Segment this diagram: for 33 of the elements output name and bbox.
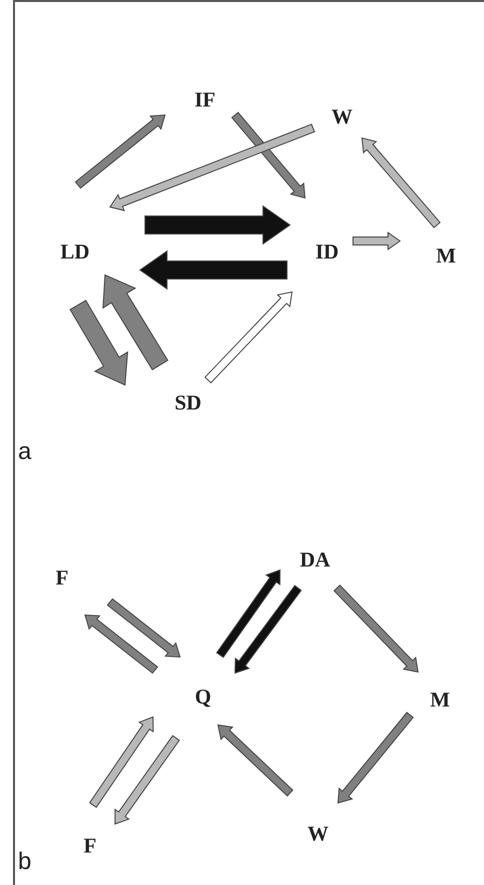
node-label: DA xyxy=(300,550,330,570)
block-arrow xyxy=(106,598,181,658)
panel-label: a xyxy=(18,440,32,464)
block-arrow xyxy=(70,300,128,386)
block-arrow xyxy=(217,724,294,797)
block-arrow xyxy=(89,716,154,808)
block-arrow xyxy=(114,735,180,825)
block-arrow xyxy=(139,250,288,290)
panel-label: b xyxy=(18,850,32,874)
block-arrow xyxy=(216,569,280,658)
block-arrow xyxy=(204,291,293,384)
node-label: Q xyxy=(194,686,212,708)
block-arrow xyxy=(337,712,414,804)
block-arrow xyxy=(352,232,401,250)
block-arrow xyxy=(84,614,158,674)
node-label: W xyxy=(332,106,352,128)
block-arrow xyxy=(231,112,306,199)
block-arrow xyxy=(333,584,419,673)
node-label: LD xyxy=(60,242,90,262)
node-label: M xyxy=(430,690,450,710)
block-arrow xyxy=(74,114,166,189)
block-arrow xyxy=(361,137,441,228)
node-label: ID xyxy=(315,242,339,262)
node-label: F xyxy=(84,836,96,856)
block-arrow xyxy=(109,124,316,212)
node-label: IF xyxy=(194,90,216,110)
node-label: M xyxy=(436,246,456,266)
block-arrow xyxy=(144,205,291,245)
block-arrow xyxy=(102,274,168,370)
block-arrow xyxy=(234,584,302,674)
node-label: F xyxy=(56,568,68,588)
node-label: SD xyxy=(174,392,202,414)
node-label: W xyxy=(308,824,328,844)
